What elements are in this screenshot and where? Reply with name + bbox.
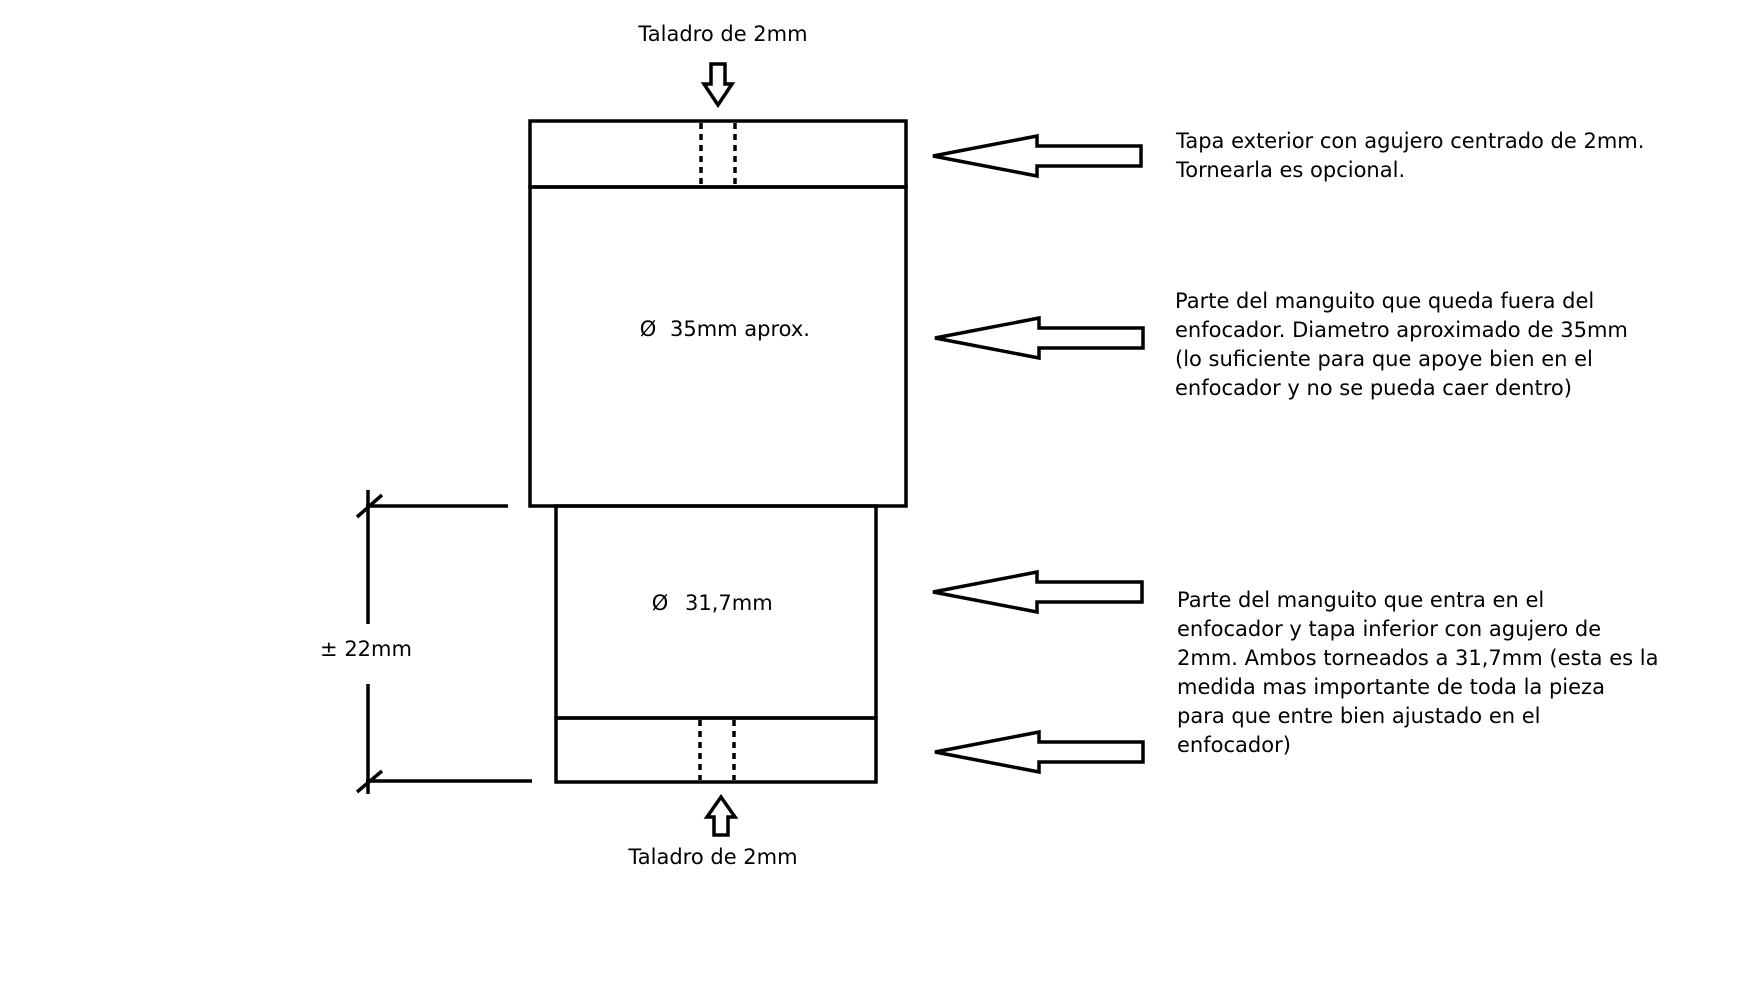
note-line: (lo suficiente para que apoye bien en el — [1175, 347, 1593, 371]
note-top-cap: Tapa exterior con agujero centrado de 2m… — [1176, 127, 1644, 185]
note-line: enfocador) — [1177, 733, 1291, 757]
note-line: enfocador y no se pueda caer dentro) — [1175, 376, 1572, 400]
note-outer-sleeve: Parte del manguito que queda fuera del e… — [1175, 287, 1628, 403]
drill-top-arrow-icon — [700, 62, 736, 109]
top-cap — [528, 119, 908, 189]
dimension-tick-bottom — [355, 769, 384, 794]
note-line: 2mm. Ambos torneados a 31,7mm (esta es l… — [1177, 646, 1659, 670]
note-line: enfocador y tapa inferior con agujero de — [1177, 617, 1602, 641]
drill-top-label: Taladro de 2mm — [637, 22, 807, 46]
note-line: enfocador. Diametro aproximado de 35mm — [1175, 318, 1628, 342]
callout-arrow-inner-sleeve-icon — [932, 569, 1144, 615]
lower-diameter-label: 31,7mm — [685, 591, 773, 615]
note-line: medida mas importante de toda la pieza — [1177, 675, 1605, 699]
outer-sleeve-body — [528, 185, 908, 508]
upper-diameter-label: 35mm aprox. — [670, 317, 810, 341]
drill-bottom-arrow-icon — [703, 793, 739, 837]
note-line: Tornearla es opcional. — [1176, 158, 1406, 182]
dimension-tick-top — [355, 493, 384, 519]
drill-bottom-label: Taladro de 2mm — [627, 845, 797, 869]
note-inner-sleeve: Parte del manguito que entra en el enfoc… — [1177, 586, 1658, 760]
bottom-cap — [554, 716, 878, 784]
note-line: para que entre bien ajustado en el — [1177, 704, 1541, 728]
callout-arrow-bottom-cap-icon — [934, 729, 1145, 775]
note-line: Parte del manguito que entra en el — [1177, 588, 1545, 612]
length-dimension-label: ± 22mm — [320, 637, 412, 661]
callout-arrow-outer-sleeve-icon — [934, 315, 1145, 361]
lower-diameter-symbol: Ø — [652, 591, 669, 615]
upper-diameter-symbol: Ø — [640, 317, 657, 341]
callout-arrow-top-cap-icon — [932, 133, 1143, 179]
note-line: Parte del manguito que queda fuera del — [1175, 289, 1595, 313]
note-line: Tapa exterior con agujero centrado de 2m… — [1176, 129, 1645, 153]
